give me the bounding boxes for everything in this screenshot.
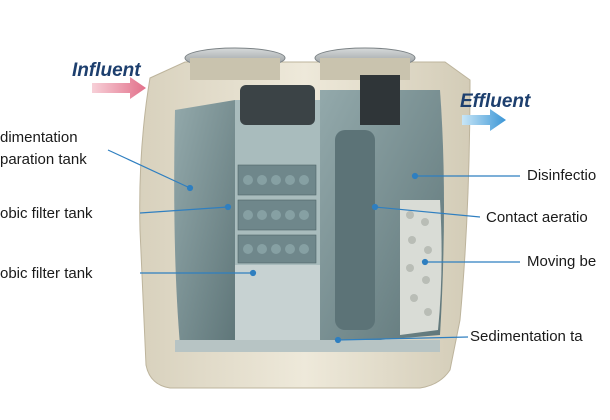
label-anaerobic-filter-2: obic filter tank bbox=[0, 265, 93, 282]
label-disinfection: Disinfectio bbox=[527, 167, 597, 184]
label-moving-bed: Moving be bbox=[527, 253, 597, 270]
top-equipment bbox=[360, 75, 400, 125]
label-anaerobic-filter-1: obic filter tank bbox=[0, 205, 93, 222]
label-separation-tank: paration tank bbox=[0, 151, 87, 168]
influent-arrow bbox=[92, 77, 146, 99]
moving-bed-media bbox=[400, 200, 442, 335]
filter-cap bbox=[240, 85, 315, 125]
label-sedimentation-1: dimentation bbox=[0, 129, 78, 146]
tank-floor bbox=[175, 340, 440, 352]
aeration-column bbox=[335, 130, 375, 330]
influent-label: Influent bbox=[72, 60, 141, 81]
effluent-label: Effluent bbox=[460, 91, 531, 112]
lower-filter-space bbox=[235, 265, 320, 345]
sedimentation-separation-chamber bbox=[174, 100, 235, 345]
leader-lines bbox=[107, 149, 520, 344]
effluent-arrow bbox=[462, 109, 506, 131]
label-sedimentation-tank: Sedimentation ta bbox=[470, 328, 583, 345]
label-contact-aeration: Contact aeratio bbox=[486, 209, 588, 226]
